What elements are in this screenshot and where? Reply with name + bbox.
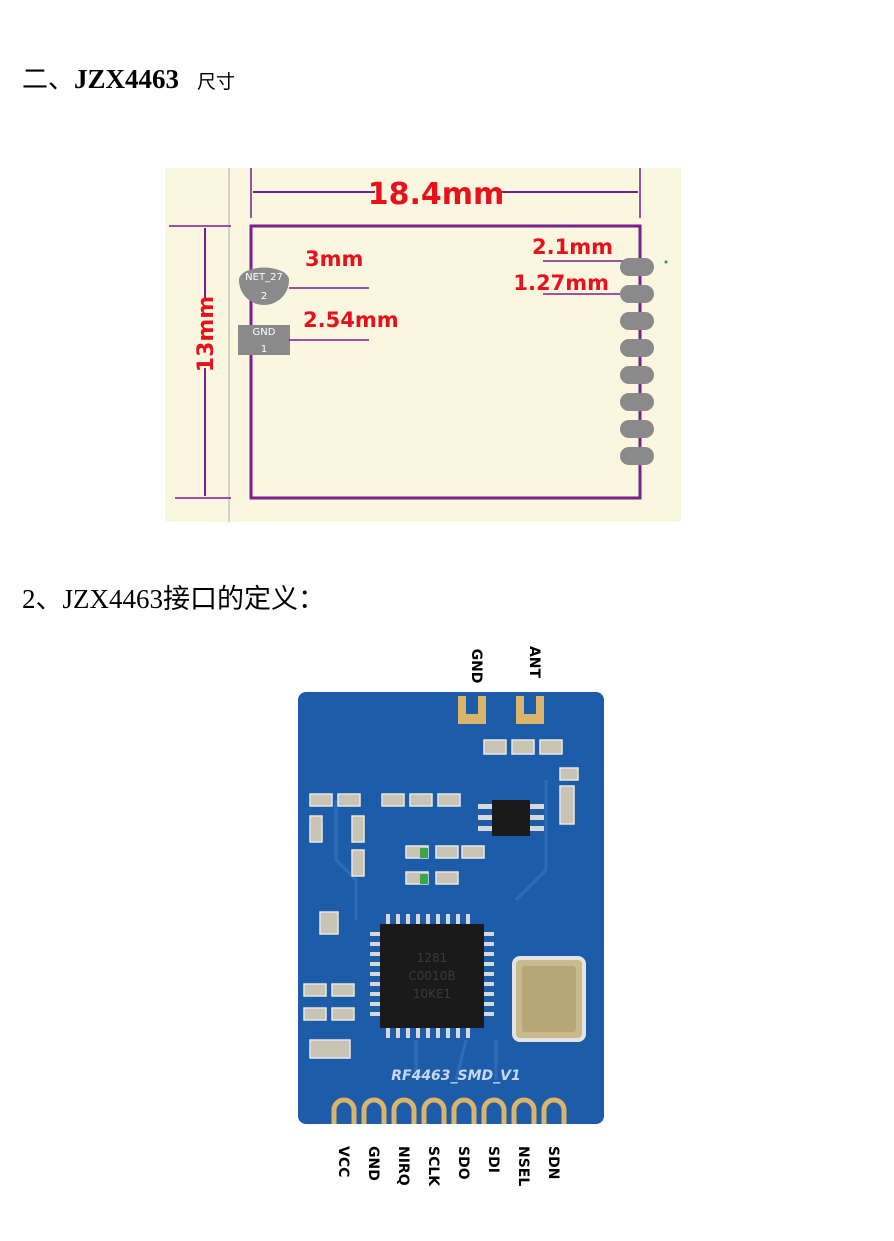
passive-component: [303, 983, 327, 997]
capacitor: [420, 874, 428, 884]
heading-suffix: 接口的定义：: [163, 584, 325, 615]
pin-2-pad: [239, 267, 289, 305]
width-label: 18.4mm: [368, 177, 505, 212]
rf-switch-ic: [492, 800, 530, 836]
bottom-pad: [541, 1097, 567, 1124]
bottom-pad: [481, 1097, 507, 1124]
pin-1-pad: [238, 325, 290, 355]
passive-component: [559, 785, 575, 825]
pad-pitch-label: 1.27mm: [513, 271, 609, 295]
passive-component: [351, 849, 365, 877]
passive-component: [319, 911, 339, 935]
edge-pad: [620, 312, 654, 330]
bottom-pin-label: SCLK: [425, 1146, 441, 1187]
pcb-board: [298, 692, 604, 1124]
section-heading-dimensions: 二、JZX4463 尺寸: [22, 62, 235, 99]
module-photo: GND ANT: [298, 646, 604, 1187]
passive-component: [435, 871, 459, 885]
ant-pad: [516, 696, 544, 724]
bottom-pin-label: SDI: [485, 1146, 501, 1173]
edge-pad: [620, 393, 654, 411]
passive-component: [337, 793, 361, 807]
passive-component: [381, 793, 405, 807]
passive-component: [539, 739, 563, 755]
board-outline: [249, 224, 642, 500]
passive-component: [483, 739, 507, 755]
passive-component: [309, 793, 333, 807]
chip-leads: [370, 914, 494, 1038]
passive-component: [435, 845, 459, 859]
dimension-drawing: 18.4mm 13mm NET_27 2 GND 1 3mm 2.54mm 2.…: [165, 168, 681, 522]
bottom-pad: [511, 1097, 537, 1124]
bottom-pads: [331, 1097, 567, 1124]
section-heading-interface: 2、JZX4463接口的定义：: [22, 582, 325, 617]
top-pin-label: GND: [468, 649, 484, 684]
marker-dot: [664, 260, 668, 264]
passive-component: [351, 815, 365, 843]
pin-2-net-label: NET_27: [245, 272, 283, 283]
edge-offset-label: 2.1mm: [532, 235, 613, 259]
bottom-pad: [361, 1097, 387, 1124]
edge-pad: [620, 447, 654, 465]
capacitor: [420, 848, 428, 858]
passive-component: [303, 1007, 327, 1021]
passive-component: [331, 983, 355, 997]
heading-prefix: 2、: [22, 584, 63, 614]
chip-marking-line: C0010B: [408, 969, 455, 983]
passive-component: [409, 793, 433, 807]
passive-component: [309, 1039, 351, 1059]
pin-1-number: 1: [261, 344, 267, 355]
edge-pad: [620, 366, 654, 384]
passive-component: [331, 1007, 355, 1021]
heading-model: JZX4463: [74, 64, 180, 94]
top-pin-label: ANT: [526, 646, 542, 679]
bottom-pin-label: GND: [365, 1146, 381, 1181]
bottom-pin-label: SDO: [455, 1146, 471, 1180]
bottom-pin-label: NIRQ: [395, 1146, 411, 1186]
passive-component: [461, 845, 485, 859]
bottom-pin-label: SDN: [545, 1146, 561, 1179]
passive-component: [309, 815, 323, 843]
heading-suffix: 尺寸: [197, 71, 236, 93]
height-label: 13mm: [194, 296, 219, 372]
chip-marking-line: 10KE1: [413, 987, 451, 1001]
passive-component: [437, 793, 461, 807]
edge-pads: [620, 258, 654, 465]
chip-marking-line: 1281: [417, 951, 448, 965]
bottom-pad: [451, 1097, 477, 1124]
pin-1-net-label: GND: [253, 327, 276, 338]
heading-prefix: 二、: [22, 65, 75, 95]
edge-pad: [620, 258, 654, 276]
gnd-pad: [458, 696, 486, 724]
bottom-pin-labels: VCC GND NIRQ SCLK SDO SDI NSEL SDN: [335, 1146, 561, 1187]
edge-pad: [620, 339, 654, 357]
passive-component: [511, 739, 535, 755]
bottom-pin-label: NSEL: [515, 1146, 531, 1186]
silkscreen-label: RF4463_SMD_V1: [391, 1068, 521, 1084]
heading-model: JZX4463: [62, 584, 164, 614]
pin-pitch-label: 2.54mm: [303, 308, 399, 332]
bottom-pad: [421, 1097, 447, 1124]
edge-pad: [620, 420, 654, 438]
pin-offset-label: 3mm: [305, 247, 363, 271]
bottom-pad: [331, 1097, 357, 1124]
edge-pad: [620, 285, 654, 303]
bottom-pad: [391, 1097, 417, 1124]
main-rf-chip: [380, 924, 484, 1028]
bottom-pin-label: VCC: [335, 1146, 351, 1177]
pin-2-number: 2: [261, 291, 267, 302]
crystal-lid: [522, 966, 576, 1032]
passive-component: [559, 767, 579, 781]
